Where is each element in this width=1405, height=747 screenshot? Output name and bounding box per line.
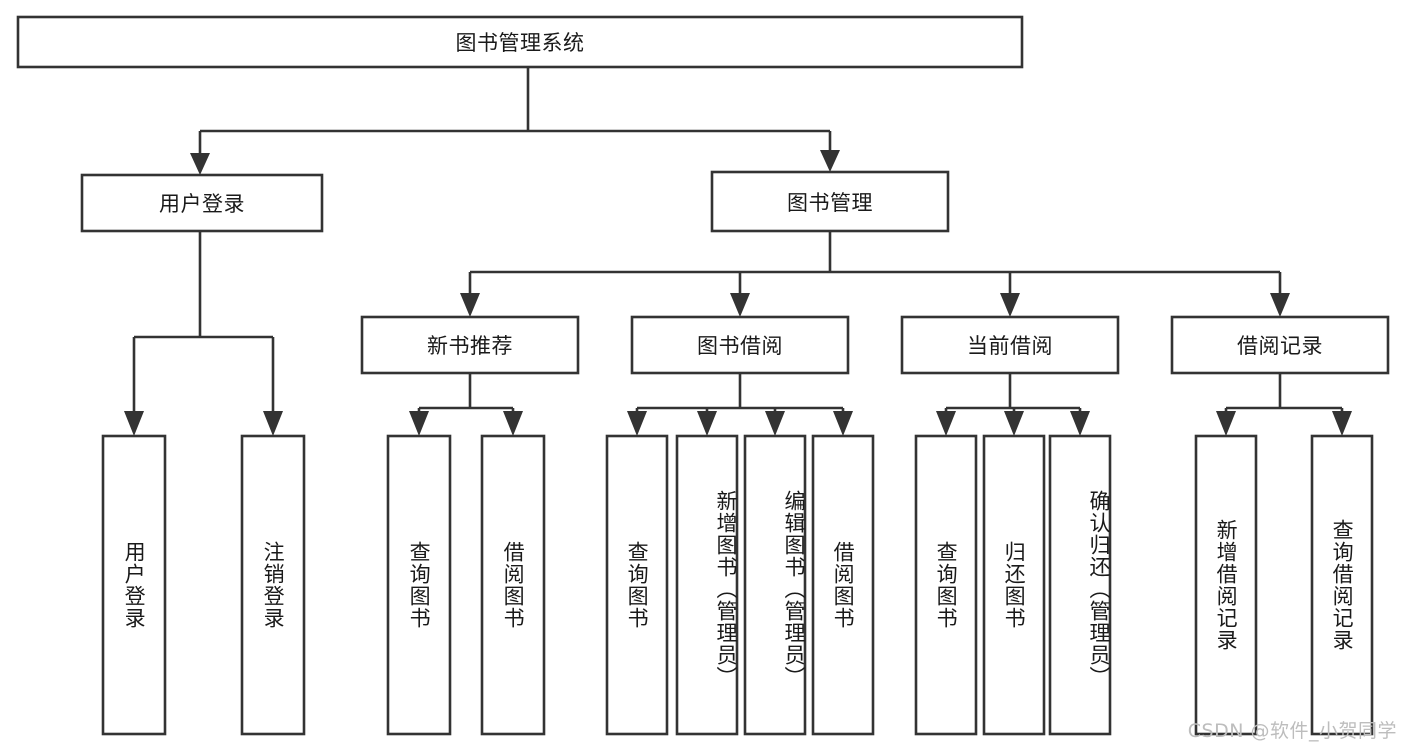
node-box-leaf-borrow-book-1[interactable] xyxy=(480,434,546,736)
node-box-leaf-return-book[interactable] xyxy=(982,434,1046,736)
node-box-book-borrow[interactable] xyxy=(630,315,850,375)
node-box-leaf-edit-book[interactable] xyxy=(743,434,807,736)
node-box-leaf-confirm-return[interactable] xyxy=(1048,434,1112,736)
arrow-head-leaf-borrow-book-1 xyxy=(503,411,523,436)
node-box-root[interactable] xyxy=(16,15,1024,69)
connector-bookmgmt-to-level2 xyxy=(460,231,1290,317)
connector-userlogin-to-leaves xyxy=(124,231,283,436)
arrow-head-leaf-borrow-book-2 xyxy=(833,411,853,436)
arrow-head-leaf-query-book-3 xyxy=(936,411,956,436)
arrow-head-leaf-query-book-1 xyxy=(409,411,429,436)
arrow-head-leaf-edit-book xyxy=(765,411,785,436)
arrow-head-leaf-query-record xyxy=(1332,411,1352,436)
node-box-leaf-query-book-2[interactable] xyxy=(605,434,669,736)
node-box-leaf-add-book[interactable] xyxy=(675,434,739,736)
arrow-head-leaf-add-record xyxy=(1216,411,1236,436)
node-box-new-book-recommend[interactable] xyxy=(360,315,580,375)
node-box-leaf-query-book-3[interactable] xyxy=(914,434,978,736)
node-box-leaf-query-record[interactable] xyxy=(1310,434,1374,736)
connector-borrowrecord-to-leaves xyxy=(1216,373,1352,436)
node-box-user-login[interactable] xyxy=(80,173,324,233)
connector-newbook-to-leaves xyxy=(409,373,523,436)
node-box-book-management[interactable] xyxy=(710,170,950,233)
arrow-head-book-borrow xyxy=(730,293,750,317)
arrow-head-user-login xyxy=(190,153,210,175)
arrow-head-leaf-confirm-return xyxy=(1070,411,1090,436)
arrow-head-book-management xyxy=(820,150,840,172)
arrow-head-leaf-user-logout xyxy=(263,411,283,436)
connector-bookborrow-to-leaves xyxy=(627,373,853,436)
node-box-leaf-add-record[interactable] xyxy=(1194,434,1258,736)
node-box-leaf-query-book-1[interactable] xyxy=(386,434,452,736)
arrow-head-leaf-add-book xyxy=(697,411,717,436)
arrow-head-borrow-record xyxy=(1270,293,1290,317)
node-box-leaf-borrow-book-2[interactable] xyxy=(811,434,875,736)
node-box-leaf-user-logout[interactable] xyxy=(240,434,306,736)
node-box-borrow-record[interactable] xyxy=(1170,315,1390,375)
arrow-head-leaf-user-login xyxy=(124,411,144,436)
arrow-head-new-book-recommend xyxy=(460,293,480,317)
node-box-current-borrow[interactable] xyxy=(900,315,1120,375)
connector-currentborrow-to-leaves xyxy=(936,373,1090,436)
connector-root-to-level1 xyxy=(190,67,840,175)
arrow-head-leaf-query-book-2 xyxy=(627,411,647,436)
node-box-leaf-user-login[interactable] xyxy=(101,434,167,736)
arrow-head-current-borrow xyxy=(1000,293,1020,317)
arrow-head-leaf-return-book xyxy=(1004,411,1024,436)
